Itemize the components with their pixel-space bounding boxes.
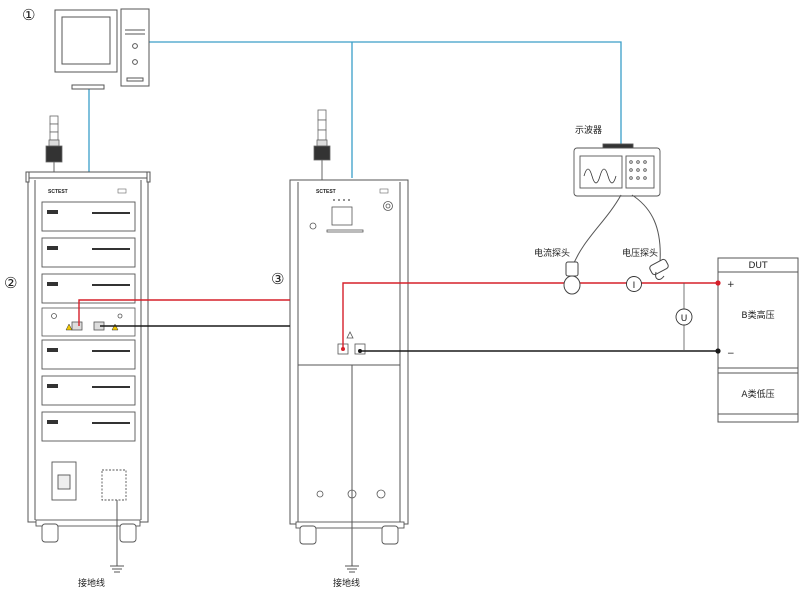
negative-terminal-dot	[715, 348, 721, 354]
right-cabinet	[289, 179, 409, 525]
dut-box	[717, 257, 799, 423]
left-cabinet-signal-tower	[45, 115, 63, 163]
ammeter-icon	[626, 276, 642, 292]
right-cabinet-brand: SCTEST	[316, 189, 336, 195]
dut-b-class-hv: B类高压	[741, 309, 774, 321]
negative-power-line	[100, 325, 718, 352]
left-rack-module-details	[47, 210, 130, 424]
dut-plus-terminal: +	[727, 280, 735, 290]
network-lines	[88, 41, 622, 178]
dut-minus-terminal: −	[727, 349, 735, 359]
left-cabinet-brand: SCTEST	[48, 189, 68, 195]
marker-2: ②	[4, 274, 17, 292]
dut-a-class-lv: A类低压	[741, 388, 774, 400]
dut-title: DUT	[748, 261, 768, 271]
positive-power-line	[78, 282, 718, 349]
current-probe-icon	[563, 261, 581, 295]
voltmeter-symbol: U	[681, 314, 688, 324]
oscilloscope-icon	[573, 143, 661, 197]
right-cabinet-indicator-dots	[333, 199, 350, 201]
ground-label-right: 接地线	[333, 577, 360, 589]
marker-1: ①	[22, 6, 35, 24]
right-cabinet-wheels	[295, 521, 405, 545]
left-rack-modules	[41, 201, 136, 442]
probe-cables	[571, 194, 661, 269]
voltmeter-icon	[675, 308, 693, 326]
right-cabinet-positive-dot	[341, 347, 345, 351]
left-cabinet-bottom	[35, 461, 141, 543]
current-probe-label: 电流探头	[534, 247, 570, 259]
ground-label-left: 接地线	[78, 577, 105, 589]
ammeter-symbol: I	[633, 281, 636, 291]
right-cabinet-negative-dot	[358, 349, 362, 353]
marker-3: ③	[271, 270, 284, 288]
voltage-probe-icon	[649, 258, 669, 280]
computer-monitor-icon	[54, 9, 118, 90]
oscilloscope-label: 示波器	[575, 124, 602, 136]
left-terminal-panel	[41, 307, 136, 337]
computer-tower-icon	[120, 8, 150, 87]
right-cabinet-signal-tower	[313, 109, 331, 161]
right-cabinet-control-panel	[309, 201, 393, 233]
ground-lines	[110, 365, 359, 573]
voltage-probe-label: 电压探头	[622, 247, 658, 259]
positive-terminal-dot	[715, 280, 721, 286]
